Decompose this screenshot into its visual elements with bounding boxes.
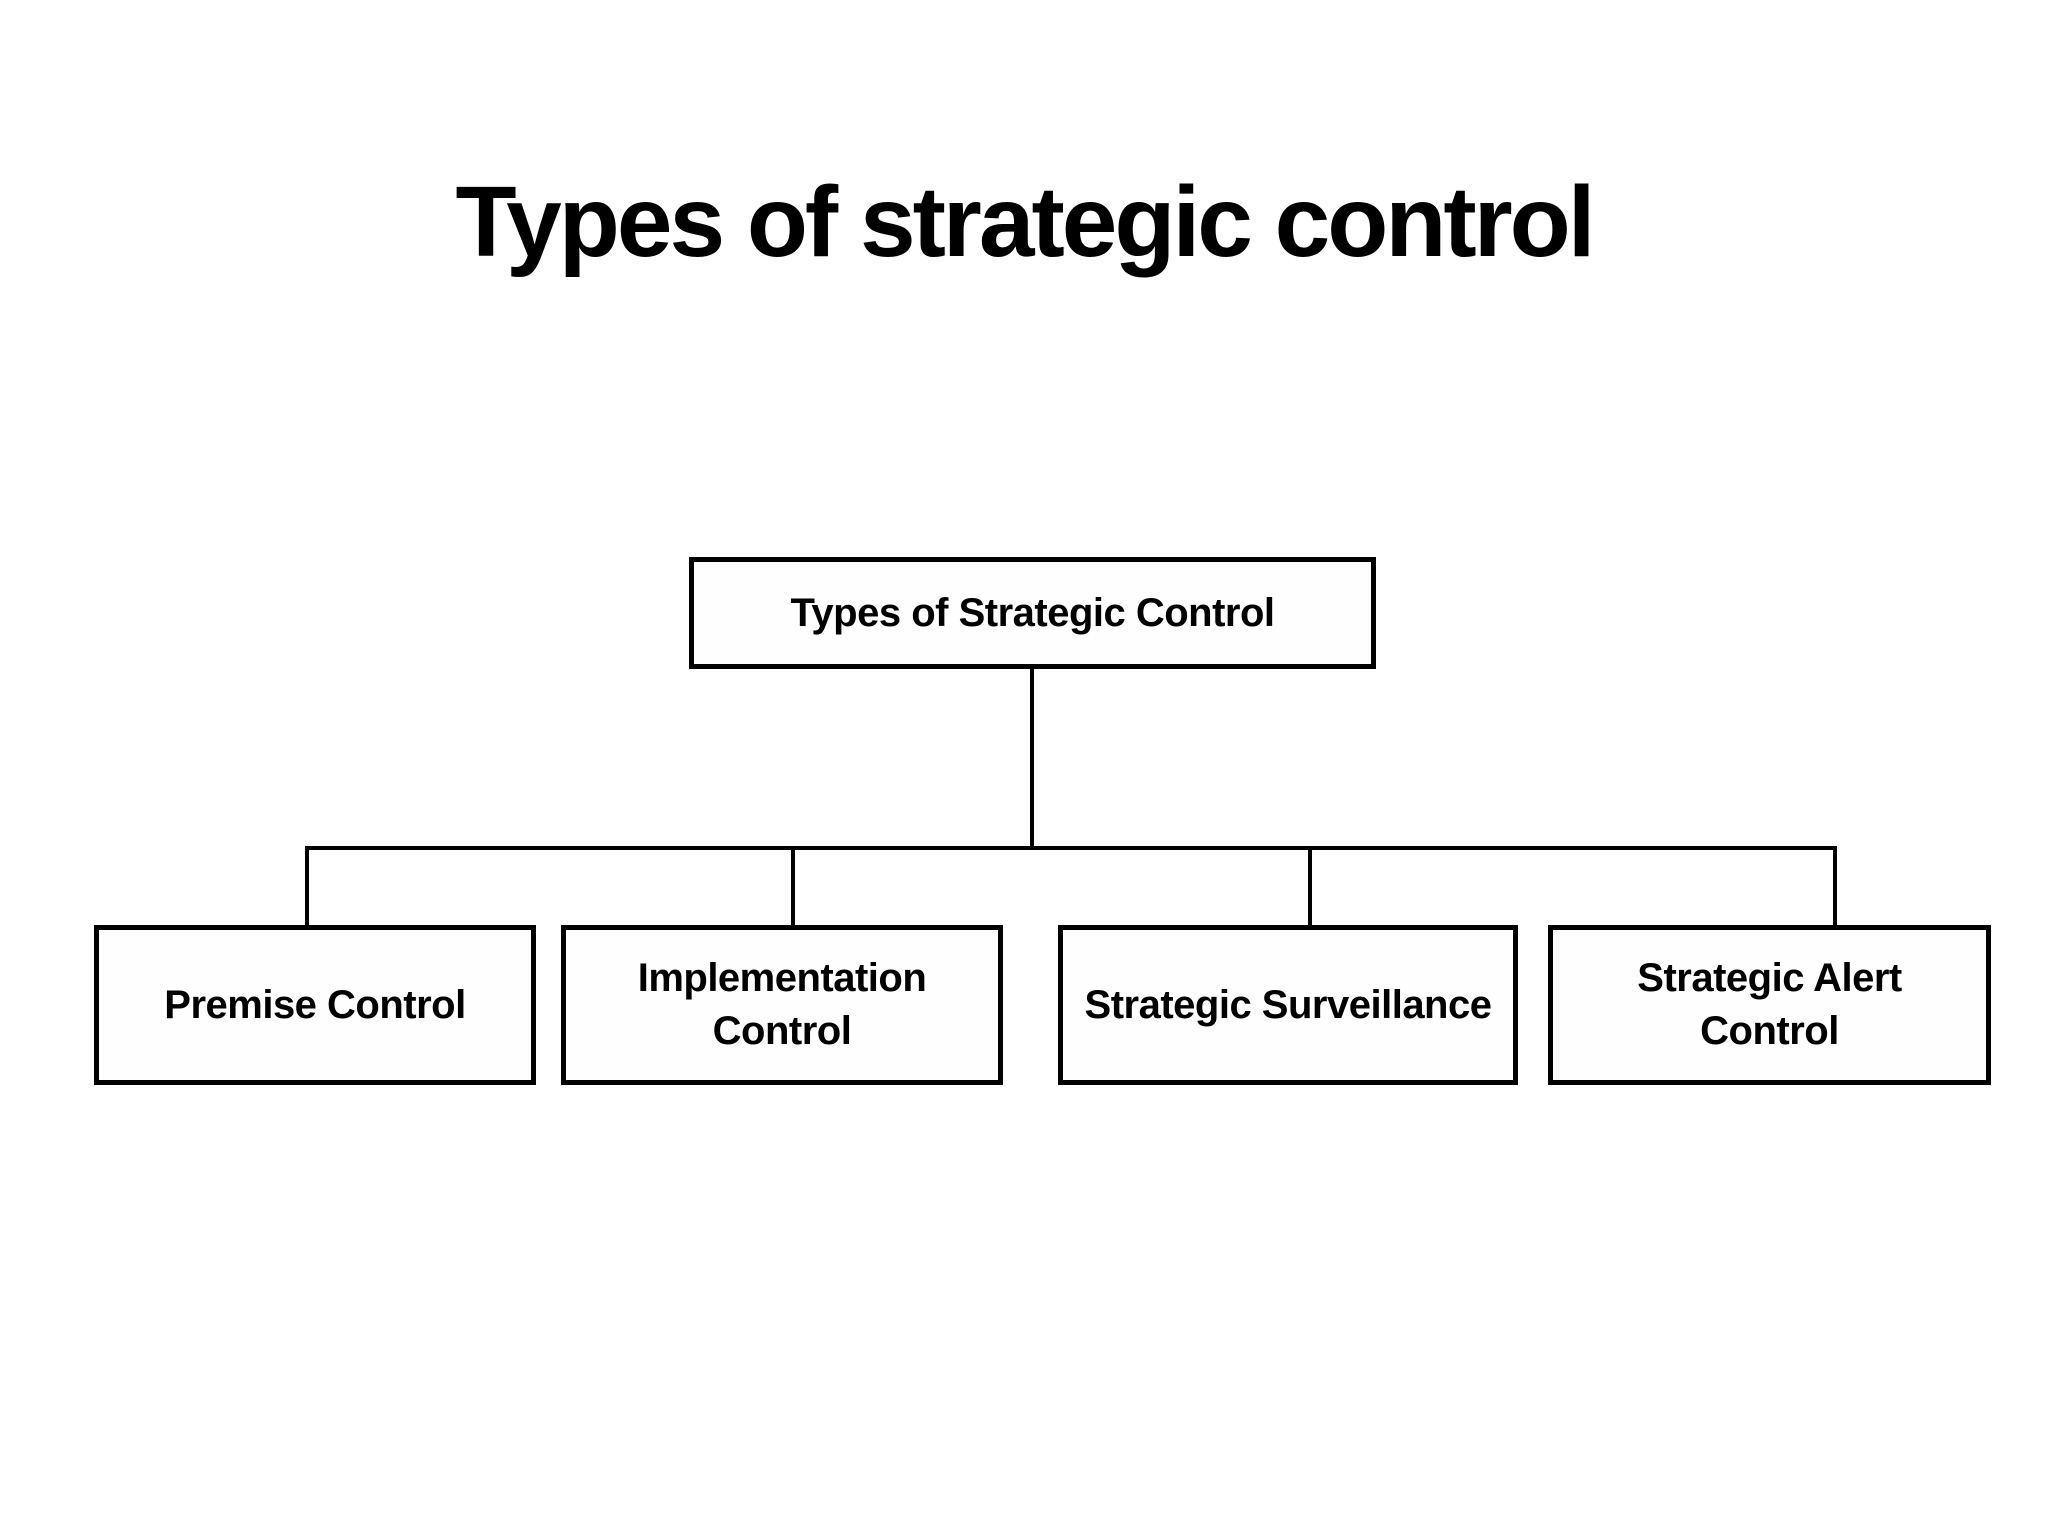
root-node-label: Types of Strategic Control bbox=[790, 590, 1275, 635]
connector-rail bbox=[305, 846, 1837, 850]
connector-drop-strategic-surveillance bbox=[1308, 848, 1312, 928]
node-strategic-alert-control: Strategic Alert Control bbox=[1548, 925, 1991, 1085]
connector-drop-implementation-control bbox=[791, 848, 795, 928]
node-implementation-control: Implementation Control bbox=[561, 925, 1003, 1085]
connector-drop-premise-control bbox=[305, 848, 309, 928]
node-strategic-surveillance: Strategic Surveillance bbox=[1058, 925, 1518, 1085]
connector-drop-strategic-alert-control bbox=[1833, 848, 1837, 928]
node-premise-control: Premise Control bbox=[94, 925, 536, 1085]
root-node: Types of Strategic Control bbox=[689, 557, 1376, 669]
node-strategic-surveillance-label: Strategic Surveillance bbox=[1084, 982, 1492, 1027]
node-premise-control-label: Premise Control bbox=[164, 982, 466, 1027]
node-implementation-control-label: Implementation Control bbox=[637, 956, 927, 1053]
page-title: Types of strategic control bbox=[455, 166, 1595, 278]
connector-root-stem bbox=[1030, 667, 1034, 849]
node-strategic-alert-control-label: Strategic Alert Control bbox=[1637, 956, 1902, 1053]
